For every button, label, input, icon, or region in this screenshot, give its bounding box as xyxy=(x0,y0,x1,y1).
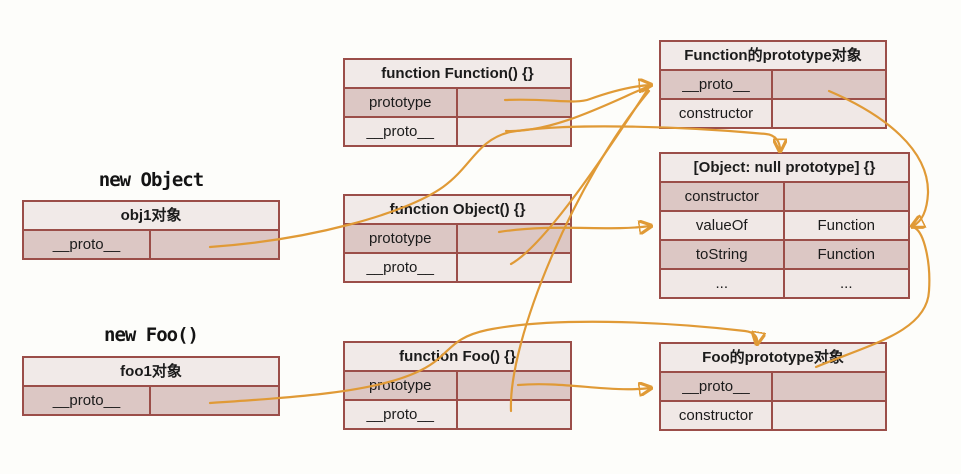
row-key: constructor xyxy=(661,402,773,429)
table-function-prototype-title: Function的prototype对象 xyxy=(661,42,885,71)
table-row: __proto__ xyxy=(661,71,885,100)
row-key: prototype xyxy=(345,89,458,116)
table-row: constructor xyxy=(661,402,885,429)
table-function-prototype-object: Function的prototype对象 __proto__ construct… xyxy=(659,40,887,129)
table-row: __proto__ xyxy=(345,254,570,281)
row-key: __proto__ xyxy=(345,118,458,145)
row-key: constructor xyxy=(661,100,773,127)
row-value xyxy=(773,71,885,98)
table-foo-prototype-object: Foo的prototype对象 __proto__ constructor xyxy=(659,342,887,431)
table-row: valueOf Function xyxy=(661,212,908,241)
row-value xyxy=(458,401,571,428)
row-value xyxy=(458,118,571,145)
row-value xyxy=(773,402,885,429)
table-function-constructor-title: function Function() {} xyxy=(345,60,570,89)
table-foo1: foo1对象 __proto__ xyxy=(22,356,280,416)
row-value: ... xyxy=(839,275,853,292)
row-value xyxy=(773,100,885,127)
table-row: prototype xyxy=(345,89,570,118)
table-foo-constructor-title: function Foo() {} xyxy=(345,343,570,372)
table-object-prototype-object: [Object: null prototype] {} constructor … xyxy=(659,152,910,299)
row-key: ... xyxy=(661,270,785,297)
row-value: Function xyxy=(817,217,876,234)
table-object-prototype-title: [Object: null prototype] {} xyxy=(661,154,908,183)
label-new-object: new Object xyxy=(98,169,204,191)
table-row: prototype xyxy=(345,225,570,254)
table-foo-constructor: function Foo() {} prototype __proto__ xyxy=(343,341,572,430)
row-value xyxy=(458,89,571,116)
table-row: __proto__ xyxy=(661,373,885,402)
table-row: toString Function xyxy=(661,241,908,270)
row-key: __proto__ xyxy=(345,254,458,281)
table-foo-prototype-title: Foo的prototype对象 xyxy=(661,344,885,373)
table-foo1-title: foo1对象 xyxy=(24,358,278,387)
row-value: Function xyxy=(817,246,876,263)
row-key: prototype xyxy=(345,372,458,399)
row-key: valueOf xyxy=(661,212,785,239)
row-key: toString xyxy=(661,241,785,268)
table-row: constructor xyxy=(661,100,885,127)
row-key: constructor xyxy=(661,183,785,210)
table-object-constructor-title: function Object() {} xyxy=(345,196,570,225)
table-row: __proto__ xyxy=(24,387,278,414)
row-value xyxy=(785,183,909,210)
label-new-foo: new Foo() xyxy=(104,324,199,346)
row-value xyxy=(458,254,571,281)
row-value xyxy=(151,231,278,258)
row-key: __proto__ xyxy=(24,387,151,414)
table-row: ... ... xyxy=(661,270,908,297)
row-key: __proto__ xyxy=(24,231,151,258)
row-key: __proto__ xyxy=(345,401,458,428)
row-key: prototype xyxy=(345,225,458,252)
table-row: constructor xyxy=(661,183,908,212)
table-obj1-title: obj1对象 xyxy=(24,202,278,231)
row-value xyxy=(773,373,885,400)
row-key: __proto__ xyxy=(661,373,773,400)
row-value xyxy=(458,372,571,399)
table-row: __proto__ xyxy=(24,231,278,258)
table-row: __proto__ xyxy=(345,118,570,145)
table-function-constructor: function Function() {} prototype __proto… xyxy=(343,58,572,147)
table-row: __proto__ xyxy=(345,401,570,428)
table-obj1: obj1对象 __proto__ xyxy=(22,200,280,260)
row-value xyxy=(151,387,278,414)
table-row: prototype xyxy=(345,372,570,401)
row-key: __proto__ xyxy=(661,71,773,98)
row-value xyxy=(458,225,571,252)
table-object-constructor: function Object() {} prototype __proto__ xyxy=(343,194,572,283)
